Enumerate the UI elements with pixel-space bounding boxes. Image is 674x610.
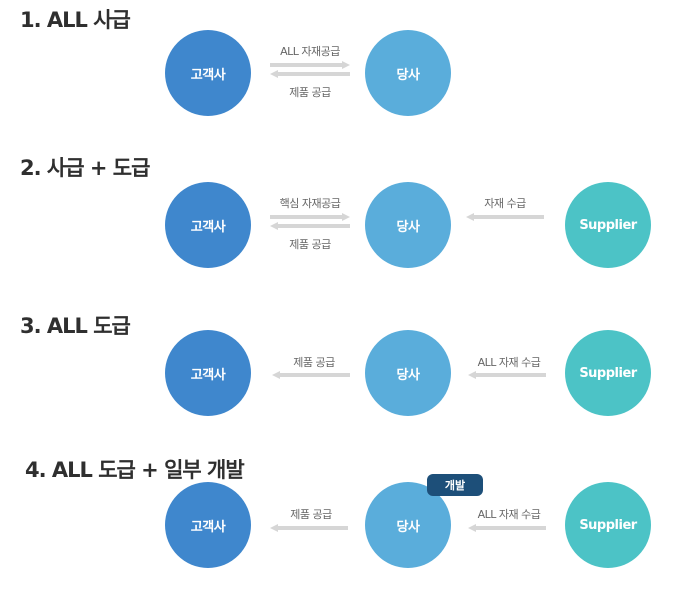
arrow-left-icon xyxy=(270,524,348,532)
label-material-sourcing: 자재 수급 xyxy=(484,197,526,210)
section-title: 1. ALL 사급 xyxy=(20,8,131,32)
client-node: 고객사 xyxy=(165,330,251,416)
section-3: 3. ALL 도급 고객사 당사 Supplier 제품 공급 ALL 자재 수… xyxy=(0,300,674,450)
development-badge: 개발 xyxy=(427,474,483,496)
arrow-left-icon xyxy=(270,222,350,230)
arrow-left-icon xyxy=(468,371,546,379)
arrow-left-icon xyxy=(466,213,544,221)
arrow-right-icon xyxy=(270,213,350,221)
section-2: 2. 사급 + 도급 고객사 당사 Supplier 핵심 자재공급 제품 공급… xyxy=(0,150,674,300)
label-product-supply: 제품 공급 xyxy=(293,356,335,369)
client-node: 고객사 xyxy=(165,482,251,568)
company-node: 당사 xyxy=(365,330,451,416)
section-title: 4. ALL 도급 + 일부 개발 xyxy=(25,458,245,482)
client-node: 고객사 xyxy=(165,182,251,268)
section-title: 3. ALL 도급 xyxy=(20,314,131,338)
label-material-supply: ALL 자재공급 xyxy=(280,45,340,58)
supplier-node: Supplier xyxy=(565,182,651,268)
supplier-node: Supplier xyxy=(565,330,651,416)
arrow-left-icon xyxy=(468,524,546,532)
arrow-right-icon xyxy=(270,61,350,69)
label-product-supply: 제품 공급 xyxy=(290,508,332,521)
label-all-material-sourcing: ALL 자재 수급 xyxy=(477,508,541,521)
arrow-left-icon xyxy=(272,371,350,379)
company-node: 당사 xyxy=(365,30,451,116)
section-title: 2. 사급 + 도급 xyxy=(20,156,150,180)
section-1: 1. ALL 사급 고객사 당사 ALL 자재공급 제품 공급 xyxy=(0,0,674,150)
company-node: 당사 xyxy=(365,482,451,568)
company-node: 당사 xyxy=(365,182,451,268)
label-core-material-supply: 핵심 자재공급 xyxy=(279,197,341,210)
section-4: 4. ALL 도급 + 일부 개발 고객사 당사 Supplier 개발 제품 … xyxy=(0,450,674,600)
client-node: 고객사 xyxy=(165,30,251,116)
label-product-supply: 제품 공급 xyxy=(289,86,331,99)
arrow-left-icon xyxy=(270,70,350,78)
label-product-supply: 제품 공급 xyxy=(289,238,331,251)
label-all-material-sourcing: ALL 자재 수급 xyxy=(477,356,541,369)
supplier-node: Supplier xyxy=(565,482,651,568)
